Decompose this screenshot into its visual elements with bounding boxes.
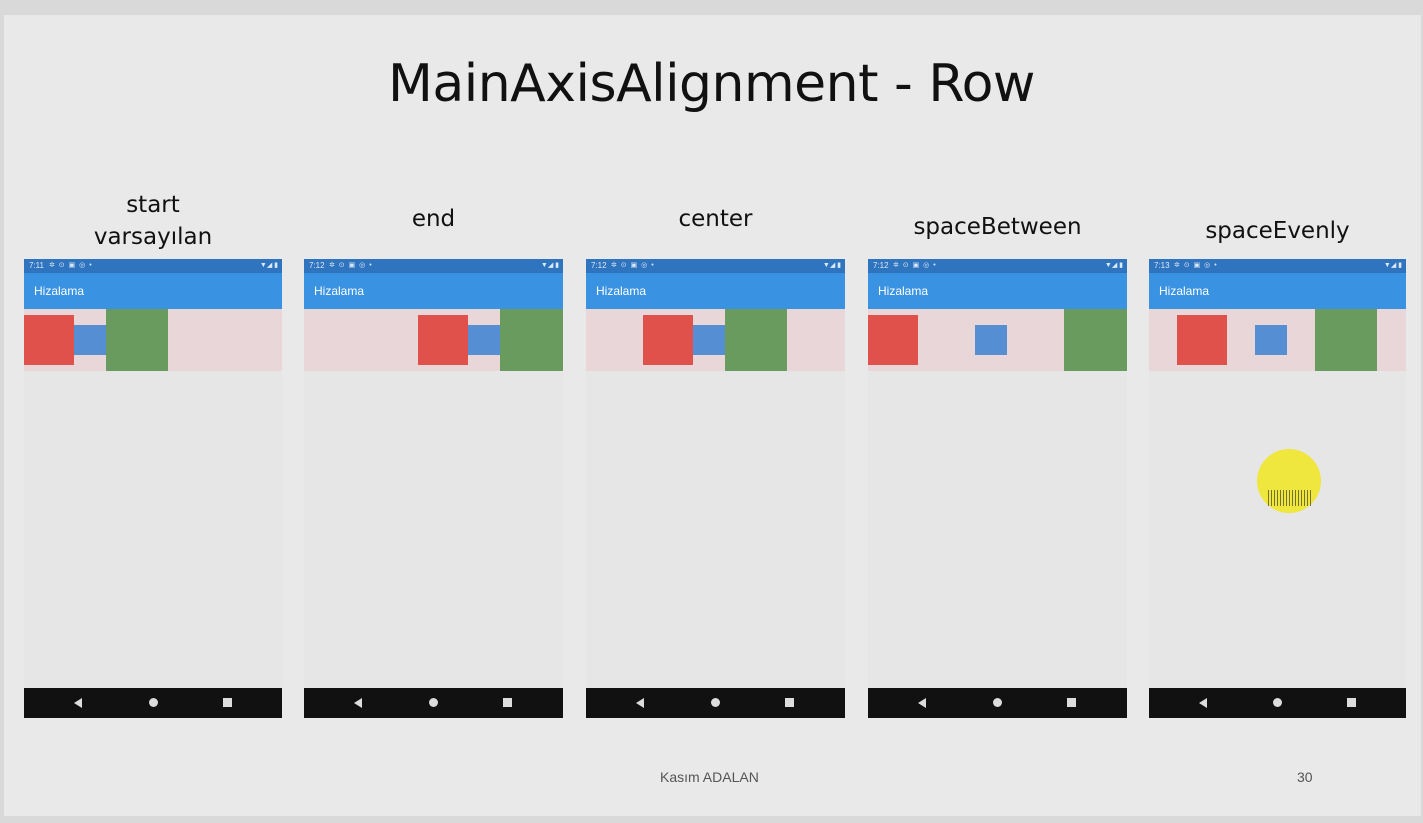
slide-title: MainAxisAlignment - Row [388, 54, 1035, 114]
status-icons-left: ✲ ⊙ ▣ ◎ • [49, 262, 93, 269]
label-space-evenly: spaceEvenly [1205, 218, 1350, 244]
app-bar: Hizalama [24, 273, 282, 309]
app-bar-title: Hizalama [1159, 284, 1210, 298]
status-icons-right: ▼◢ ▮ [822, 262, 841, 269]
red-box [418, 315, 468, 365]
app-bar-title: Hizalama [34, 284, 85, 298]
recent-apps-icon[interactable] [1067, 698, 1076, 707]
row-container [24, 309, 282, 371]
status-icons-left: ✲ ⊙ ▣ ◎ • [893, 262, 937, 269]
recent-apps-icon[interactable] [503, 698, 512, 707]
home-icon[interactable] [1273, 698, 1282, 707]
pointer-icon [1268, 490, 1312, 506]
green-box [106, 309, 168, 371]
nav-bar [586, 688, 845, 718]
back-icon[interactable] [918, 698, 926, 708]
label-center: center [678, 206, 753, 232]
label-start-line1: start [126, 192, 180, 218]
home-icon[interactable] [711, 698, 720, 707]
back-icon[interactable] [636, 698, 644, 708]
app-bar-title: Hizalama [878, 284, 929, 298]
status-icons-left: ✲ ⊙ ▣ ◎ • [329, 262, 373, 269]
page-number: 30 [1297, 769, 1313, 785]
nav-bar [868, 688, 1127, 718]
status-time: 7:12 [873, 261, 889, 270]
app-bar: Hizalama [586, 273, 845, 309]
green-box [1315, 309, 1377, 371]
blue-box [468, 325, 500, 355]
status-time: 7:13 [1154, 261, 1170, 270]
app-bar-title: Hizalama [596, 284, 647, 298]
back-icon[interactable] [354, 698, 362, 708]
status-icons-left: ✲ ⊙ ▣ ◎ • [1174, 262, 1218, 269]
back-icon[interactable] [1199, 698, 1207, 708]
recent-apps-icon[interactable] [1347, 698, 1356, 707]
blue-box [1255, 325, 1287, 355]
phone-space-between: 7:12 ✲ ⊙ ▣ ◎ • ▼◢ ▮ Hizalama [868, 259, 1127, 718]
label-end: end [411, 206, 456, 232]
status-time: 7:12 [591, 261, 607, 270]
label-space-between: spaceBetween [913, 214, 1082, 240]
app-bar: Hizalama [1149, 273, 1406, 309]
green-box [500, 309, 563, 371]
red-box [868, 315, 918, 365]
app-bar: Hizalama [304, 273, 563, 309]
nav-bar [24, 688, 282, 718]
phone-end: 7:12 ✲ ⊙ ▣ ◎ • ▼◢ ▮ Hizalama [304, 259, 563, 718]
row-container [1149, 309, 1406, 371]
blue-box [975, 325, 1007, 355]
status-icons-left: ✲ ⊙ ▣ ◎ • [611, 262, 655, 269]
status-bar: 7:12 ✲ ⊙ ▣ ◎ • ▼◢ ▮ [586, 259, 845, 273]
status-bar: 7:12 ✲ ⊙ ▣ ◎ • ▼◢ ▮ [304, 259, 563, 273]
row-container [304, 309, 563, 371]
phone-center: 7:12 ✲ ⊙ ▣ ◎ • ▼◢ ▮ Hizalama [586, 259, 845, 718]
home-icon[interactable] [149, 698, 158, 707]
app-bar-title: Hizalama [314, 284, 365, 298]
footer-author: Kasım ADALAN [660, 769, 759, 785]
green-box [725, 309, 787, 371]
label-start-line2: varsayılan [93, 224, 213, 250]
status-time: 7:12 [309, 261, 325, 270]
row-container [868, 309, 1127, 371]
row-container [586, 309, 845, 371]
nav-bar [1149, 688, 1406, 718]
status-bar: 7:11 ✲ ⊙ ▣ ◎ • ▼◢ ▮ [24, 259, 282, 273]
nav-bar [304, 688, 563, 718]
status-icons-right: ▼◢ ▮ [540, 262, 559, 269]
status-icons-right: ▼◢ ▮ [1383, 262, 1402, 269]
status-bar: 7:12 ✲ ⊙ ▣ ◎ • ▼◢ ▮ [868, 259, 1127, 273]
status-icons-right: ▼◢ ▮ [1104, 262, 1123, 269]
phone-start: 7:11 ✲ ⊙ ▣ ◎ • ▼◢ ▮ Hizalama [24, 259, 282, 718]
app-bar: Hizalama [868, 273, 1127, 309]
green-box [1064, 309, 1127, 371]
recent-apps-icon[interactable] [785, 698, 794, 707]
red-box [24, 315, 74, 365]
status-time: 7:11 [29, 261, 44, 270]
status-bar: 7:13 ✲ ⊙ ▣ ◎ • ▼◢ ▮ [1149, 259, 1406, 273]
red-box [643, 315, 693, 365]
blue-box [74, 325, 106, 355]
recent-apps-icon[interactable] [223, 698, 232, 707]
blue-box [693, 325, 725, 355]
label-start: start varsayılan [24, 189, 282, 253]
home-icon[interactable] [993, 698, 1002, 707]
home-icon[interactable] [429, 698, 438, 707]
red-box [1177, 315, 1227, 365]
back-icon[interactable] [74, 698, 82, 708]
status-icons-right: ▼◢ ▮ [259, 262, 278, 269]
